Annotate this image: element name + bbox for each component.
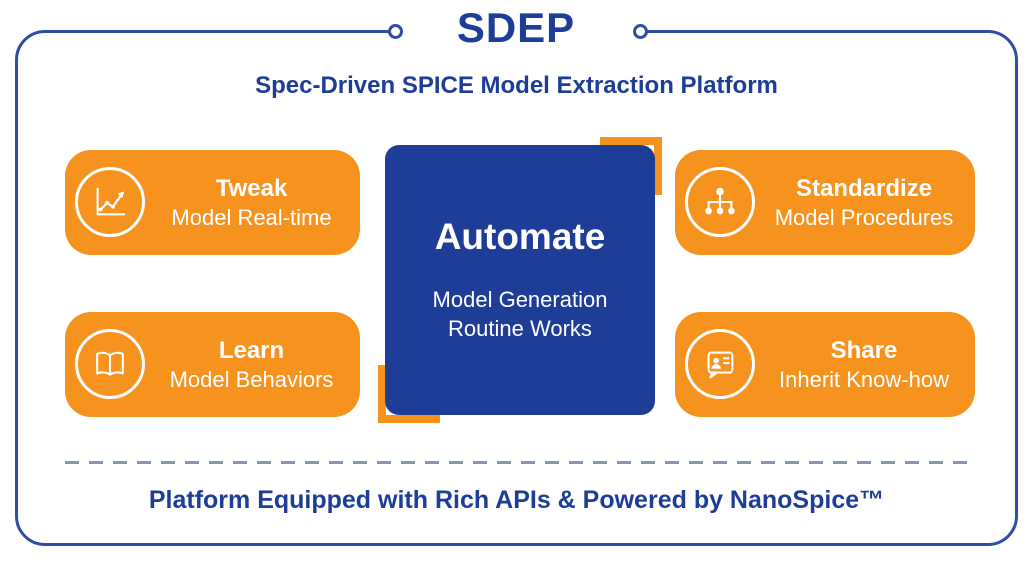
card-title: Learn bbox=[218, 336, 285, 364]
card-text: Share Inherit Know-how bbox=[763, 335, 965, 395]
icon-circle bbox=[685, 329, 755, 399]
org-chart-icon bbox=[705, 187, 735, 215]
card-standardize: Standardize Model Procedures bbox=[675, 150, 975, 255]
card-text: Standardize Model Procedures bbox=[763, 173, 965, 233]
person-document-icon bbox=[707, 351, 734, 379]
open-book-icon bbox=[96, 351, 124, 376]
icon-circle bbox=[685, 167, 755, 237]
center-card-automate: Automate Model Generation Routine Works bbox=[385, 145, 655, 415]
page-title: SDEP bbox=[396, 0, 636, 56]
card-subtitle: Model Behaviors bbox=[169, 366, 334, 392]
dashed-divider bbox=[65, 461, 968, 464]
corner-bracket-bottom-left bbox=[378, 365, 440, 423]
connector-dot-left bbox=[388, 24, 403, 39]
card-title: Tweak bbox=[215, 174, 288, 202]
card-learn: Learn Model Behaviors bbox=[65, 312, 360, 417]
page-subtitle: Spec-Driven SPICE Model Extraction Platf… bbox=[255, 72, 778, 99]
card-tweak: Tweak Model Real-time bbox=[65, 150, 360, 255]
card-subtitle: Inherit Know-how bbox=[779, 366, 949, 392]
card-text: Learn Model Behaviors bbox=[153, 335, 350, 395]
footer-text: Platform Equipped with Rich APIs & Power… bbox=[148, 486, 885, 514]
corner-bracket-top-right bbox=[600, 137, 662, 195]
center-title: Automate bbox=[434, 216, 606, 258]
card-subtitle: Model Real-time bbox=[171, 204, 332, 230]
center-subtitle-line2: Routine Works bbox=[448, 316, 592, 341]
connector-dot-right bbox=[633, 24, 648, 39]
card-text: Tweak Model Real-time bbox=[153, 173, 350, 233]
center-subtitle: Model Generation Routine Works bbox=[433, 286, 608, 343]
icon-circle bbox=[75, 167, 145, 237]
card-subtitle: Model Procedures bbox=[774, 204, 954, 230]
card-title: Share bbox=[830, 336, 898, 364]
card-share: Share Inherit Know-how bbox=[675, 312, 975, 417]
icon-circle bbox=[75, 329, 145, 399]
center-subtitle-line1: Model Generation bbox=[432, 287, 608, 313]
card-title: Standardize bbox=[795, 174, 933, 202]
line-chart-icon bbox=[96, 187, 126, 216]
